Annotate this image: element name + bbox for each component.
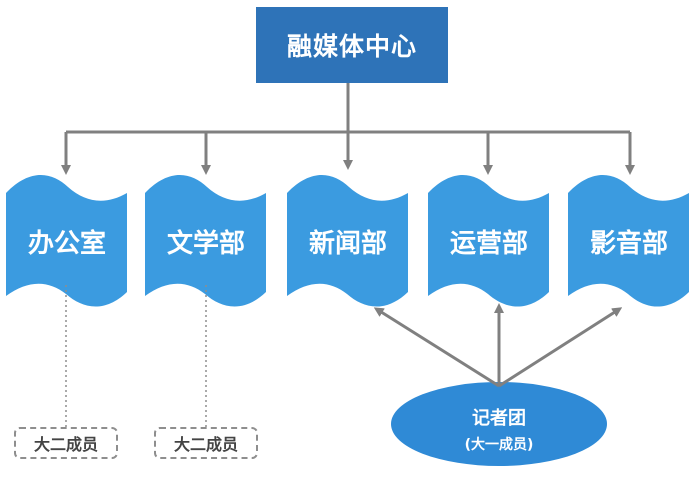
dept-label-news: 新闻部 [308,229,387,259]
dept-banner-office [6,174,127,307]
dept-label-literature: 文学部 [166,229,245,259]
member-label: 大二成员 [173,435,238,454]
member-box-office: 大二成员 [14,427,118,459]
press-corps-ellipse [391,382,607,466]
press-corps-sublabel: (大一成员) [464,437,534,453]
member-label: 大二成员 [33,435,98,454]
dept-banner-operations [428,174,549,307]
root-node: 融媒体中心 [256,7,448,83]
dept-label-operations: 运营部 [449,229,528,259]
dept-banner-literature [145,174,266,307]
dept-banner-media [568,174,689,307]
dept-label-office: 办公室 [27,229,106,259]
root-label: 融媒体中心 [286,32,417,61]
press-corps-label: 记者团 [472,408,526,429]
member-box-literature: 大二成员 [154,427,258,459]
arrow-press-to-news [373,307,500,388]
dept-label-media: 影音部 [589,229,668,259]
dept-banner-news [287,174,408,307]
arrow-press-to-media [498,307,623,388]
